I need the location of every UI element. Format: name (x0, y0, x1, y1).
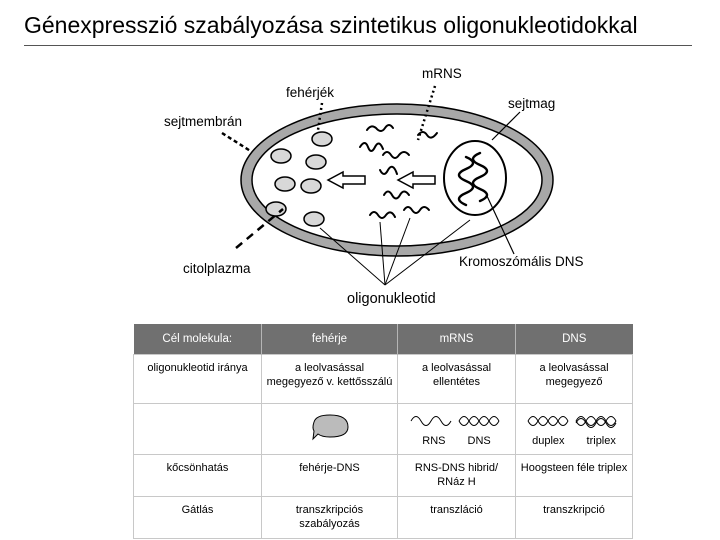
transcription-arrow (396, 170, 436, 190)
mrna-strand (417, 131, 438, 139)
table-row: oligonukleotid iránya a leolvasással meg… (133, 354, 633, 404)
table-header-row: Cél molekula: fehérje mRNS DNS (133, 324, 633, 355)
label-citolplazma: citolplazma (183, 261, 251, 276)
mrna-strand (382, 151, 410, 159)
table-cell: fehérje-DNS (261, 454, 398, 497)
protein-oval (265, 201, 287, 217)
row-label: Gátlás (133, 496, 262, 539)
label-dns: DNS (467, 435, 491, 447)
table-row: Gátlás transzkripciós szabályozás transz… (133, 496, 633, 539)
cell-diagram (221, 85, 554, 286)
protein-oval (305, 154, 327, 170)
label-rns: RNS (422, 435, 446, 447)
header-feherje: fehérje (261, 324, 398, 355)
page-title: Génexpresszió szabályozása szintetikus o… (24, 12, 638, 38)
mrna-strand (366, 124, 394, 132)
table-row: RNS DNS duplex triplex (133, 403, 633, 455)
duplex-triplex-wave-icon (527, 416, 617, 428)
row-label: kőcsönhatás (133, 454, 262, 497)
protein-oval (303, 211, 325, 227)
table-cell: Hoogsteen féle triplex (515, 454, 633, 497)
mrna-strand (403, 206, 430, 214)
label-sejtmembran: sejtmembrán (164, 114, 243, 129)
pointer-lines (221, 85, 521, 286)
protein-blob-icon (311, 414, 349, 441)
rns-dns-icon-cell: RNS DNS (397, 403, 516, 455)
row-label: oligonukleotid iránya (133, 354, 262, 404)
mrna-strand (383, 190, 410, 200)
label-feherjek: fehérjék (286, 85, 335, 100)
protein-oval (311, 131, 333, 147)
table-cell: a leolvasással megegyező (515, 354, 633, 404)
protein-ovals (265, 131, 333, 227)
translation-arrow (326, 170, 366, 190)
protein-oval (274, 176, 296, 192)
rns-dns-wave-icon (410, 416, 499, 426)
table-cell: transzkripció (515, 496, 633, 539)
comparison-table: Cél molekula: fehérje mRNS DNS oligonukl… (133, 324, 633, 539)
table-row: kőcsönhatás fehérje-DNS RNS-DNS hibrid/ … (133, 454, 633, 497)
table-cell: RNS-DNS hibrid/ RNáz H (397, 454, 516, 497)
table-cell: a leolvasással ellentétes (397, 354, 516, 404)
title-underline (24, 45, 692, 46)
mrna-strand (359, 142, 384, 152)
header-dns: DNS (515, 324, 633, 355)
label-kromoszomalis-dns: Kromoszómális DNS (459, 254, 584, 269)
label-sejtmag: sejtmag (508, 96, 556, 111)
mrna-strands (359, 124, 438, 219)
header-mrns: mRNS (397, 324, 516, 355)
duplex-triplex-icon-cell: duplex triplex (515, 403, 633, 455)
nucleus (443, 140, 507, 216)
table-cell: transzkripciós szabályozás (261, 496, 398, 539)
protein-oval (270, 148, 292, 164)
label-oligonukleotid: oligonukleotid (347, 291, 436, 307)
row-label (133, 403, 262, 455)
table-cell: transzláció (397, 496, 516, 539)
protein-icon-cell (261, 403, 398, 455)
label-duplex: duplex (532, 435, 565, 447)
table-cell: a leolvasással megegyező v. kettősszálú (261, 354, 398, 404)
chromosomal-dna-helix (457, 151, 489, 207)
protein-oval (300, 178, 322, 194)
header-cel-molekula: Cél molekula: (133, 324, 262, 355)
mrna-strand (379, 165, 398, 175)
mrna-strand (369, 211, 396, 219)
label-mrns: mRNS (422, 66, 462, 81)
label-triplex: triplex (586, 435, 616, 447)
